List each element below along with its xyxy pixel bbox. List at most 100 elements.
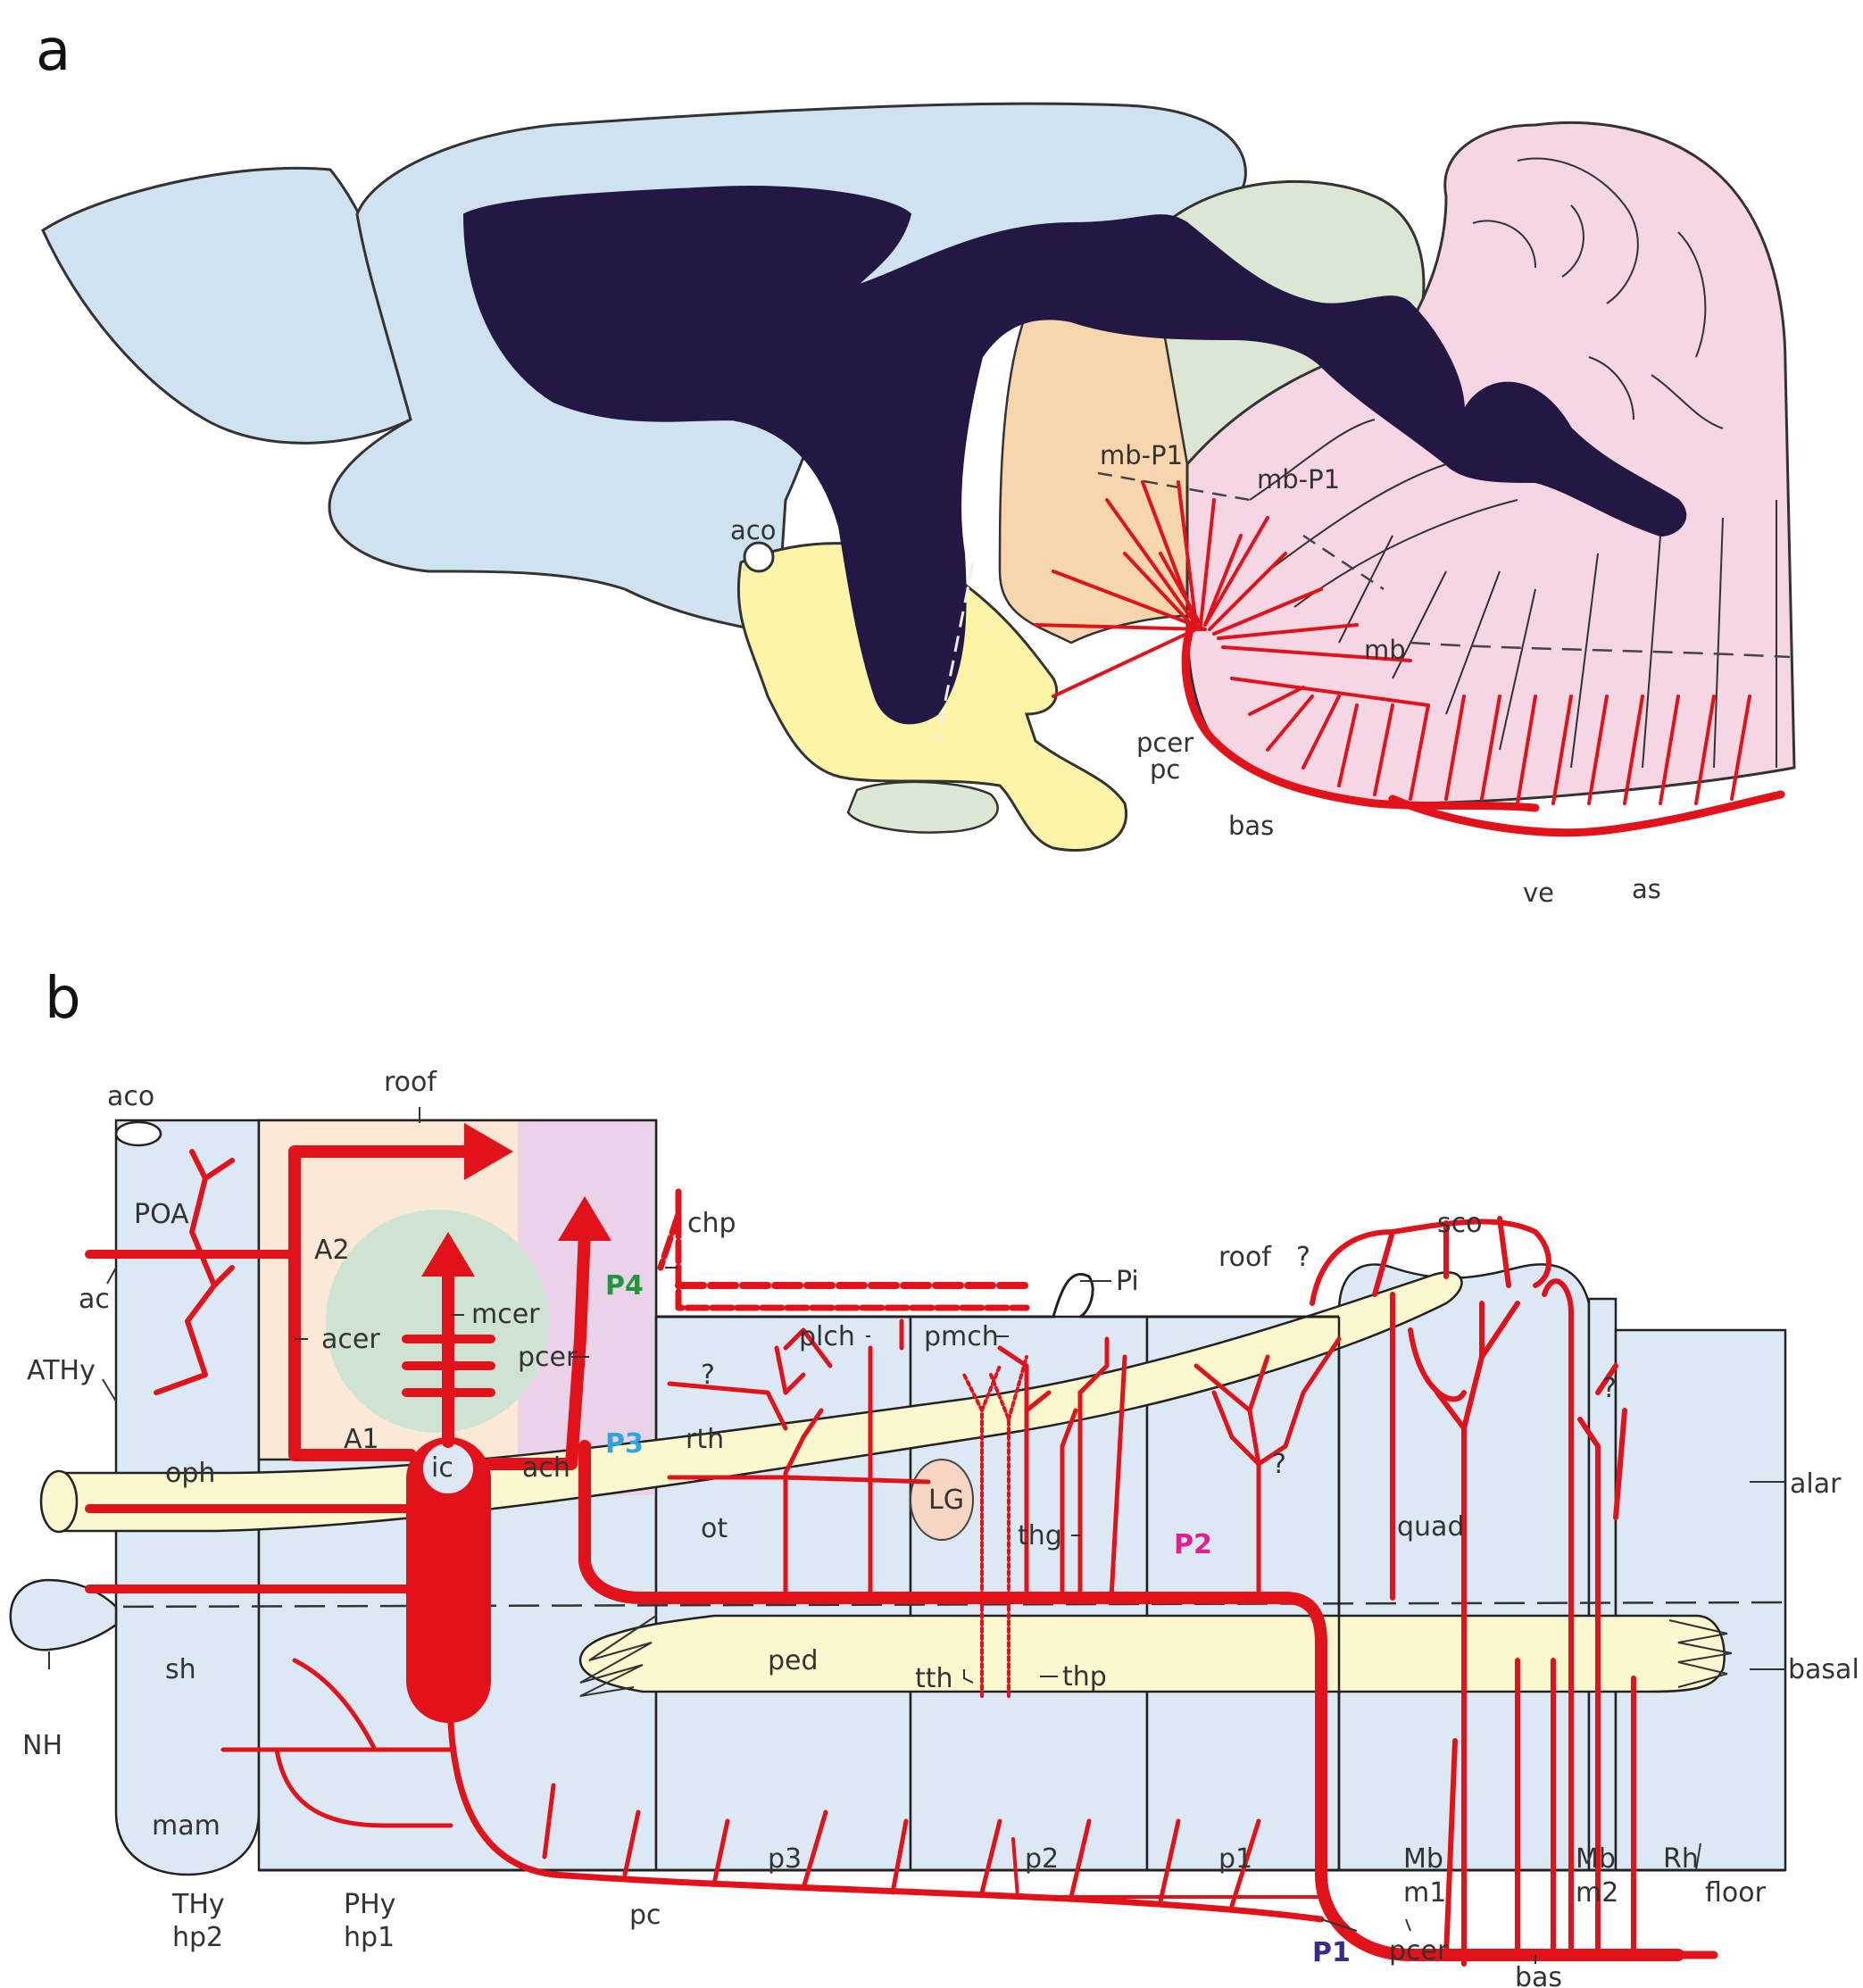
neurohypophysis bbox=[9, 1578, 118, 1651]
rhombencephalic-branches-a bbox=[1034, 480, 1751, 805]
label-mb-a: mb bbox=[1364, 635, 1406, 665]
label-p3-floor: p3 bbox=[768, 1843, 802, 1875]
peduncle-zigzag-right bbox=[1668, 1619, 1733, 1688]
leader-tth bbox=[963, 1669, 974, 1684]
label-q1: ? bbox=[1296, 1242, 1310, 1273]
a2-acer-arrow bbox=[288, 1145, 488, 1461]
label-pcer-a: pcer bbox=[1136, 728, 1193, 758]
label-ped: ped bbox=[768, 1645, 819, 1676]
p1-connector bbox=[1011, 1837, 1323, 1899]
thalamic-branches bbox=[667, 1318, 931, 1601]
label-ve-a: ve bbox=[1523, 878, 1554, 908]
panel-b-labels: aco roof POA ac ATHy A2 acer mcer pcer A… bbox=[22, 1067, 1859, 1988]
panel-b-arteries bbox=[85, 1123, 1718, 1967]
ventricle bbox=[462, 186, 1687, 725]
pcer-arrow bbox=[485, 1226, 1684, 1961]
internal-carotid bbox=[406, 1437, 491, 1723]
label-mb-floor: Mb bbox=[1403, 1843, 1443, 1875]
label-thy: THy bbox=[171, 1889, 225, 1920]
label-floor: floor bbox=[1705, 1877, 1767, 1909]
basilar-artery-a bbox=[1181, 620, 1540, 812]
pcer-arrowhead bbox=[558, 1196, 611, 1241]
green-disc bbox=[326, 1210, 549, 1433]
label-roof-right: roof bbox=[1218, 1242, 1272, 1273]
peduncle-zigzag-left bbox=[579, 1615, 657, 1697]
label-nh: NH bbox=[22, 1730, 62, 1761]
a2-arrowhead bbox=[464, 1123, 513, 1180]
leader-floor bbox=[1695, 1842, 1701, 1871]
label-m2: m2 bbox=[1576, 1877, 1618, 1909]
panel-b-leaders bbox=[48, 1107, 1785, 1964]
optic-tract-end bbox=[39, 1469, 79, 1534]
label-pi: Pi bbox=[1116, 1266, 1139, 1297]
label-q3: ? bbox=[1272, 1449, 1286, 1480]
label-ac: ac bbox=[79, 1284, 110, 1315]
label-aco-b: aco bbox=[107, 1081, 154, 1112]
label-as-a: as bbox=[1632, 874, 1661, 904]
leader-ac bbox=[106, 1267, 117, 1285]
label-a1: A1 bbox=[344, 1424, 379, 1455]
aco-circle bbox=[743, 541, 775, 573]
label-plch: plch bbox=[799, 1321, 855, 1352]
label-m1: m1 bbox=[1403, 1877, 1446, 1909]
peduncle bbox=[578, 1614, 1726, 1693]
leader-pcer-bottom bbox=[1405, 1918, 1411, 1932]
label-rth: rth bbox=[686, 1424, 724, 1455]
midbrain-branches-a bbox=[1123, 480, 1243, 627]
label-poa: POA bbox=[134, 1199, 189, 1230]
label-phy: PHy bbox=[344, 1889, 395, 1920]
pc-branches bbox=[542, 1783, 1261, 1909]
leader-athy bbox=[102, 1378, 117, 1402]
label-chp: chp bbox=[687, 1208, 736, 1239]
label-q4: ? bbox=[1602, 1373, 1617, 1404]
label-pcer: pcer bbox=[518, 1342, 578, 1373]
hindbrain-dashed-boundary bbox=[1410, 641, 1791, 659]
diencephalic-dashed bbox=[936, 561, 975, 742]
mb-p1-dashed bbox=[1097, 471, 1385, 591]
label-athy: ATHy bbox=[27, 1355, 96, 1386]
label-a2: A2 bbox=[314, 1235, 350, 1266]
label-oph: oph bbox=[165, 1458, 215, 1489]
label-mb-p1-left: mb-P1 bbox=[1100, 440, 1183, 470]
panel-a-labels: aco mb-P1 mb-P1 mb pcer pc bas ve as bbox=[730, 440, 1661, 908]
label-q2: ? bbox=[701, 1360, 715, 1391]
label-thg: thg bbox=[1018, 1520, 1062, 1551]
mb-branches bbox=[1310, 1216, 1636, 1967]
label-pcer-bottom: pcer bbox=[1389, 1935, 1449, 1967]
vertebral-artery-a bbox=[1388, 790, 1785, 837]
label-ot: ot bbox=[701, 1513, 728, 1544]
choroid-roof bbox=[656, 1272, 1339, 1318]
alar-basal-boundary bbox=[79, 1601, 1786, 1609]
poa-branches bbox=[154, 1149, 235, 1395]
p2-branches bbox=[997, 1336, 1127, 1601]
label-roof-left: roof bbox=[384, 1067, 437, 1098]
label-p1-floor: p1 bbox=[1218, 1843, 1252, 1875]
label-thp: thp bbox=[1062, 1661, 1107, 1693]
label-bas-a: bas bbox=[1228, 811, 1274, 841]
label-mb-p1-right: mb-P1 bbox=[1257, 464, 1340, 495]
leader-p1 bbox=[1320, 1918, 1358, 1932]
label-ic: ic bbox=[431, 1452, 453, 1484]
pituitary bbox=[846, 780, 999, 834]
panel-b-letter: b bbox=[45, 966, 81, 1032]
label-p4: P4 bbox=[605, 1270, 644, 1302]
panel-a-brain bbox=[41, 102, 1796, 853]
label-rh: Rh bbox=[1663, 1843, 1699, 1875]
label-p1: P1 bbox=[1312, 1937, 1351, 1968]
label-bas-b: bas bbox=[1515, 1962, 1562, 1988]
mcer-arrowhead bbox=[421, 1232, 475, 1277]
label-pc-a: pc bbox=[1150, 754, 1180, 785]
label-ach: ach bbox=[522, 1452, 570, 1484]
hindbrain-radial-lines bbox=[1249, 419, 1777, 769]
dotted-thalamic-arteries bbox=[962, 1355, 1028, 1698]
mcer-branches bbox=[402, 1335, 495, 1397]
label-hp2: hp2 bbox=[172, 1922, 223, 1953]
label-acer: acer bbox=[321, 1324, 380, 1355]
cerebellum-folia bbox=[1472, 157, 1724, 429]
panel-a-letter: a bbox=[36, 18, 71, 84]
label-sh: sh bbox=[165, 1654, 196, 1685]
label-mam: mam bbox=[152, 1810, 220, 1842]
hypothalamic-branches bbox=[220, 1658, 453, 1828]
